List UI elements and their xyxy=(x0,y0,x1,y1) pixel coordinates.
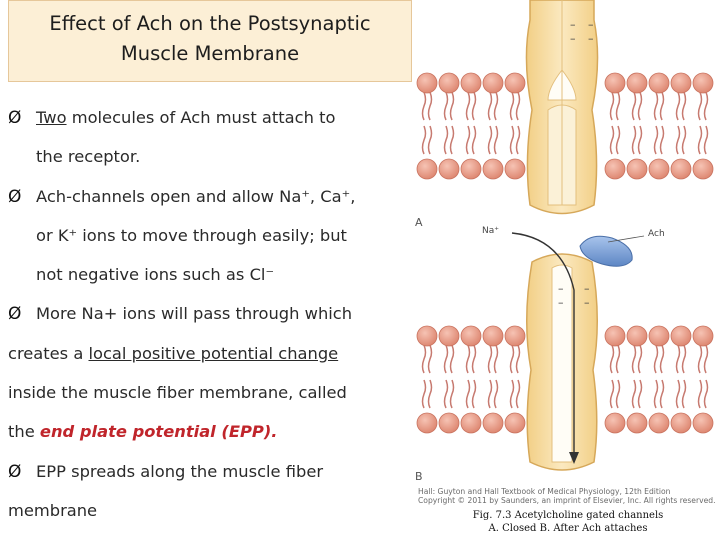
na-ion-label: Na⁺ xyxy=(482,226,499,236)
membrane-b xyxy=(416,232,714,471)
underlined-two: Two xyxy=(36,108,67,127)
bullet-3-line-4: the end plate potential (EPP). xyxy=(8,412,413,451)
slide-title-line-2: Muscle Membrane xyxy=(120,42,300,65)
charge-symbol: – xyxy=(588,32,594,45)
bullet-4-text: EPP spreads along the muscle fiber xyxy=(36,461,324,481)
ach-channel-figure: – – – – – – – – A B Na⁺ Ach xyxy=(412,0,720,540)
slide-title-box: Effect of Ach on the Postsynaptic Muscle… xyxy=(8,0,412,82)
bullet-list: Ø Two molecules of Ach must attach to the… xyxy=(8,98,413,530)
bullet-arrow-icon: Ø xyxy=(8,304,22,325)
caption-line-1: Fig. 7.3 Acetylcholine gated channels xyxy=(472,510,664,521)
bullet-arrow-icon: Ø xyxy=(8,186,22,207)
bullet-1: Ø Two molecules of Ach must attach to xyxy=(8,98,413,137)
ach-label: Ach xyxy=(648,229,665,239)
figure-caption: Fig. 7.3 Acetylcholine gated channels A.… xyxy=(418,509,718,535)
bullet-2-line-3: not negative ions such as Cl⁻ xyxy=(36,265,275,285)
charge-symbol: – xyxy=(584,296,590,309)
bullet-3-line-2-prefix: creates a xyxy=(8,343,89,363)
panel-label-b: B xyxy=(415,470,423,483)
underlined-local-potential: local positive potential change xyxy=(88,343,339,363)
figure-credit: Hall: Guyton and Hall Textbook of Medica… xyxy=(418,487,718,505)
bullet-1-continued: the receptor. xyxy=(36,147,141,167)
charge-symbol: – xyxy=(558,282,564,295)
caption-line-2: A. Closed B. After Ach attaches xyxy=(488,523,648,534)
membrane-a xyxy=(416,0,714,215)
bullet-2: Ø Ach-channels open and allow Na⁺, Ca⁺, xyxy=(8,177,413,216)
bullet-3-line-2: creates a local positive potential chang… xyxy=(8,334,413,373)
bullet-4-line-2: membrane xyxy=(8,500,98,520)
channel-diagram xyxy=(416,0,714,471)
charge-symbol: – xyxy=(584,282,590,295)
charge-symbol: – xyxy=(588,18,594,31)
credit-line-2: Copyright © 2011 by Saunders, an imprint… xyxy=(418,496,716,505)
bullet-3: Ø More Na+ ions will pass through which xyxy=(8,294,413,333)
bullet-3-line-3: inside the muscle fiber membrane, called xyxy=(8,383,347,403)
bullet-2-text: Ach-channels open and allow Na⁺, Ca⁺, xyxy=(36,186,356,206)
bullet-arrow-icon: Ø xyxy=(8,461,22,482)
panel-label-a: A xyxy=(415,216,423,229)
bullet-3-text: More Na+ ions will pass through which xyxy=(36,304,353,324)
bullet-arrow-icon: Ø xyxy=(8,108,22,128)
credit-line-1: Hall: Guyton and Hall Textbook of Medica… xyxy=(418,487,671,496)
charge-symbol: – xyxy=(558,296,564,309)
epp-term: end plate potential (EPP). xyxy=(39,422,278,442)
charge-symbol: – xyxy=(570,32,576,45)
bullet-4: Ø EPP spreads along the muscle fiber xyxy=(8,452,413,491)
charge-symbol: – xyxy=(570,18,576,31)
bullet-2-line-2: or K⁺ ions to move through easily; but xyxy=(36,225,347,245)
bullet-1-text: molecules of Ach must attach to xyxy=(66,108,336,127)
ach-molecule-icon xyxy=(579,235,633,267)
bullet-3-line-4-prefix: the xyxy=(8,422,40,442)
slide-title-line-1: Effect of Ach on the Postsynaptic xyxy=(49,12,371,35)
